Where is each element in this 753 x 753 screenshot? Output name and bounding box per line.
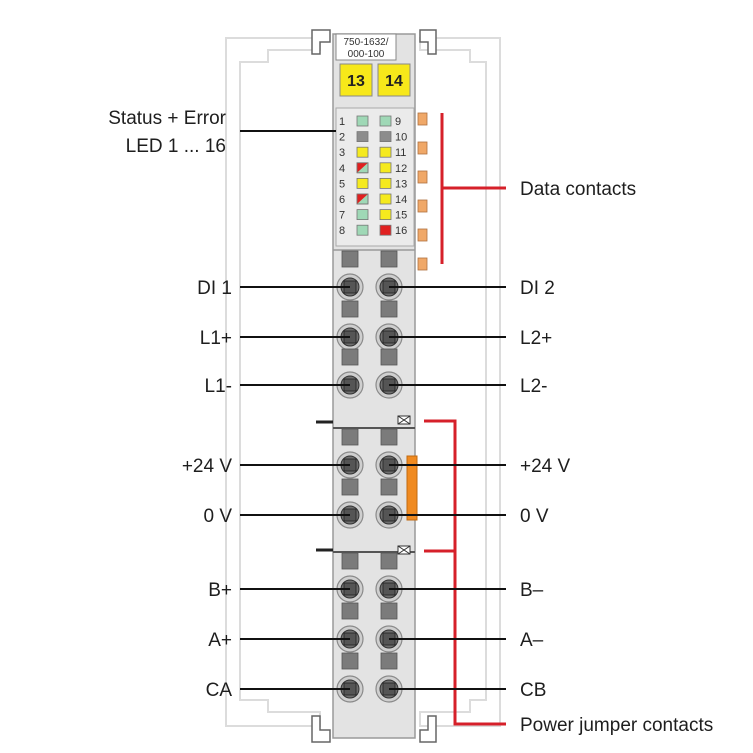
terminal-label-left: A+ bbox=[208, 630, 232, 651]
status-led-callout: Status + Error LED 1 ... 16 bbox=[108, 108, 336, 157]
led-number-right: 12 bbox=[395, 163, 407, 175]
led-7 bbox=[356, 209, 369, 221]
data-contact-tab bbox=[417, 199, 428, 213]
clamp-opening bbox=[341, 552, 359, 570]
led-14 bbox=[379, 193, 392, 205]
terminal-label-right: B– bbox=[520, 580, 544, 601]
jumper-contact-bottom bbox=[397, 545, 411, 555]
clamp-opening bbox=[380, 478, 398, 496]
led-9 bbox=[379, 115, 392, 127]
terminal-row: A+ A– bbox=[208, 630, 543, 651]
led-panel: 1 9 2 10 3 11 4 12 5 13 6 14 7 15 8 16 bbox=[335, 107, 415, 247]
led-13 bbox=[379, 177, 392, 189]
led-number-right: 10 bbox=[395, 132, 407, 144]
terminal-label-right: 0 V bbox=[520, 506, 549, 527]
led-number-right: 15 bbox=[395, 210, 407, 222]
led-number-left: 4 bbox=[339, 163, 345, 175]
led-number-left: 5 bbox=[339, 178, 345, 190]
clamp-opening bbox=[341, 478, 359, 496]
led-number-left: 7 bbox=[339, 210, 345, 222]
led-10 bbox=[379, 131, 392, 143]
data-contacts-label: Data contacts bbox=[520, 179, 636, 200]
clamp-opening bbox=[380, 250, 398, 268]
led-6 bbox=[356, 193, 369, 205]
clamp-opening bbox=[380, 300, 398, 318]
led-5 bbox=[356, 177, 369, 189]
data-contacts-callout: Data contacts bbox=[440, 113, 636, 264]
led-12 bbox=[379, 162, 392, 174]
led-4 bbox=[356, 162, 369, 174]
terminal-label-left: L1- bbox=[205, 376, 232, 397]
led-number-right: 14 bbox=[395, 194, 407, 206]
terminal-label-right: L2- bbox=[520, 376, 547, 397]
terminal-row: CA CB bbox=[206, 680, 547, 701]
data-contact-tab bbox=[417, 112, 428, 126]
terminal-label-left: 0 V bbox=[203, 506, 232, 527]
status-label-line1: Status + Error bbox=[108, 108, 226, 129]
led-3 bbox=[356, 146, 369, 158]
led-8 bbox=[356, 224, 369, 236]
terminal-row: B+ B– bbox=[208, 580, 543, 601]
marker-14: 14 bbox=[385, 73, 403, 90]
led-number-right: 11 bbox=[395, 147, 406, 159]
terminal-label-right: +24 V bbox=[520, 456, 571, 477]
clamp-opening bbox=[380, 428, 398, 446]
data-contact-tab bbox=[417, 228, 428, 242]
led-number-left: 2 bbox=[339, 132, 345, 144]
data-contact-tab bbox=[417, 257, 428, 271]
terminal-label-right: CB bbox=[520, 680, 546, 701]
led-11 bbox=[379, 146, 392, 158]
jumper-contact-top bbox=[397, 415, 411, 425]
clamp-opening bbox=[380, 602, 398, 620]
led-number-left: 1 bbox=[339, 116, 345, 128]
terminal-row: DI 1 DI 2 bbox=[197, 278, 555, 299]
terminal-label-left: B+ bbox=[208, 580, 232, 601]
clamp-opening bbox=[380, 348, 398, 366]
spring-clamp bbox=[336, 451, 364, 479]
clamp-opening bbox=[341, 428, 359, 446]
led-number-right: 16 bbox=[395, 225, 407, 237]
terminal-label-left: +24 V bbox=[182, 456, 233, 477]
part-number-label: 750-1632/ 000-100 bbox=[335, 33, 397, 61]
power-jumper-bar bbox=[397, 415, 418, 555]
terminal-row: L1+ L2+ bbox=[200, 328, 552, 349]
data-contacts bbox=[417, 112, 428, 271]
terminal-label-left: L1+ bbox=[200, 328, 232, 349]
led-2 bbox=[356, 131, 369, 143]
terminal-row: 0 V 0 V bbox=[203, 506, 548, 527]
clamp-opening bbox=[341, 348, 359, 366]
terminal-row: +24 V +24 V bbox=[182, 456, 571, 477]
power-jumper-callout bbox=[424, 419, 506, 726]
led-number-right: 9 bbox=[395, 116, 401, 128]
clamp-opening bbox=[341, 652, 359, 670]
data-contact-tab bbox=[417, 170, 428, 184]
terminal-label-right: A– bbox=[520, 630, 544, 651]
terminal-label-right: DI 2 bbox=[520, 278, 555, 299]
marker-13: 13 bbox=[347, 73, 365, 90]
led-1 bbox=[356, 115, 369, 127]
terminal-label-left: DI 1 bbox=[197, 278, 232, 299]
terminal-label-left: CA bbox=[206, 680, 233, 701]
clamp-opening bbox=[380, 652, 398, 670]
led-15 bbox=[379, 209, 392, 221]
led-number-right: 13 bbox=[395, 178, 407, 190]
clamp-opening bbox=[341, 300, 359, 318]
clamp-opening bbox=[341, 250, 359, 268]
led-number-left: 6 bbox=[339, 194, 345, 206]
part-number-line2: 000-100 bbox=[348, 49, 385, 60]
led-number-left: 3 bbox=[339, 147, 345, 159]
marker-tabs: 13 14 bbox=[339, 63, 411, 97]
terminal-row: L1- L2- bbox=[205, 376, 548, 397]
clamp-opening bbox=[341, 602, 359, 620]
part-number-line1: 750-1632/ bbox=[343, 37, 388, 48]
data-contact-tab bbox=[417, 141, 428, 155]
led-16 bbox=[379, 224, 392, 236]
status-label-line2: LED 1 ... 16 bbox=[126, 136, 226, 157]
clamp-opening bbox=[380, 552, 398, 570]
led-number-left: 8 bbox=[339, 225, 345, 237]
power-jumper-label: Power jumper contacts bbox=[520, 715, 713, 736]
terminal-label-right: L2+ bbox=[520, 328, 552, 349]
terminal-labels: DI 1 DI 2 L1+ L2+ L1- L2- +24 V +24 V 0 V 0 V B+ B–… bbox=[182, 278, 571, 701]
